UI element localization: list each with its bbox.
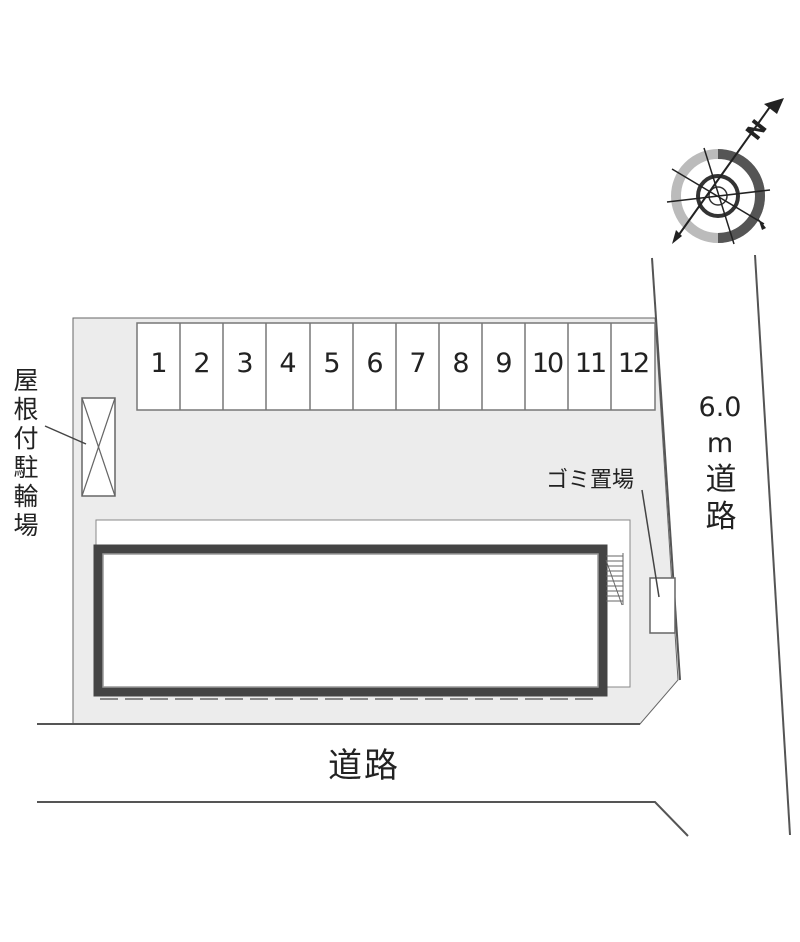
parking-space-9: 9 [495, 348, 513, 379]
parking-space-4: 4 [279, 348, 297, 379]
side-road-unit-label: m [706, 428, 734, 459]
front-road-label: 道路 [328, 746, 400, 786]
stairs [605, 553, 624, 606]
parking-space-6: 6 [366, 348, 384, 379]
building [93, 544, 608, 697]
parking-space-8: 8 [452, 348, 470, 379]
parking-space-10: 10 [531, 348, 564, 379]
parking-space-5: 5 [323, 348, 341, 379]
parking-space-7: 7 [409, 348, 427, 379]
garbage-area [649, 577, 676, 634]
parking-space-2: 2 [193, 348, 211, 379]
bicycle-parking-label: 屋根付駐輪場 [13, 366, 39, 540]
parking-dividers [179, 323, 612, 410]
side-road-width-label: 6.0 [698, 392, 742, 423]
garbage-leader-line [641, 489, 660, 598]
parking-space-12: 12 [617, 348, 650, 379]
bicycle-parking-structure [81, 397, 116, 497]
side-road-edge-right [754, 254, 791, 836]
bicycle-leader-line [44, 425, 87, 445]
parking-space-11: 11 [574, 348, 607, 379]
front-road-edge-bottom [37, 801, 689, 837]
building-inner-line [102, 553, 599, 688]
garbage-label: ゴミ置場 [546, 468, 635, 493]
parking-space-1: 1 [150, 348, 168, 379]
side-road-name-label: 道路 [705, 462, 737, 535]
compass-rose-icon [666, 98, 784, 245]
parking-space-3: 3 [236, 348, 254, 379]
